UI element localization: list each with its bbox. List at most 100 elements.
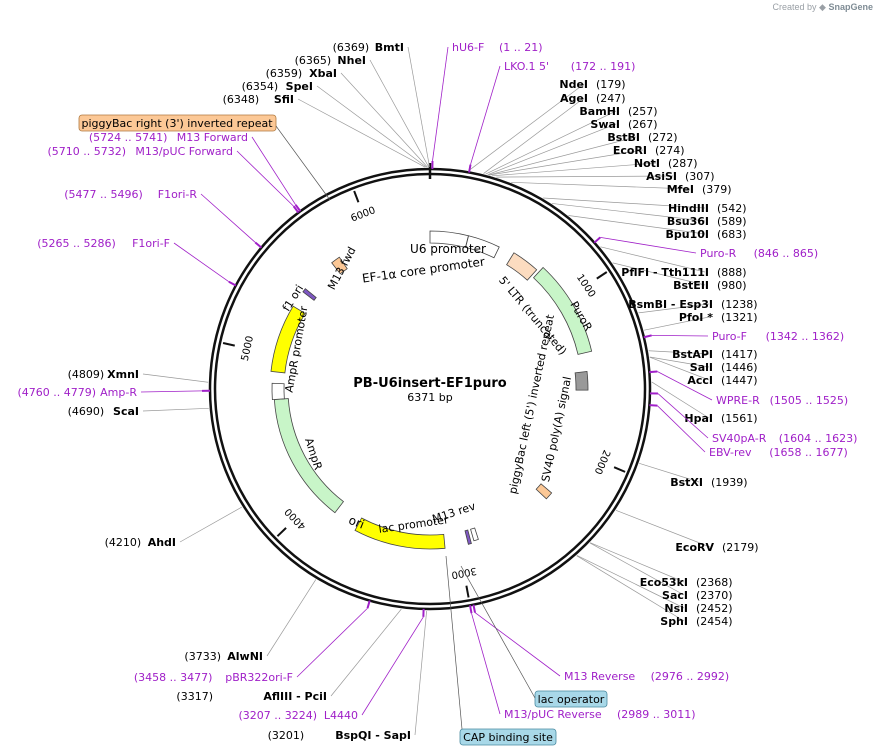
enzyme-site[interactable]: EcoRV(2179) (675, 541, 758, 554)
primer-site[interactable]: M13 Reverse(2976 .. 2992) (474, 612, 729, 683)
cap-site-callout[interactable]: CAP binding site (445, 555, 557, 746)
ruler-tick (276, 527, 287, 537)
enzyme-site[interactable]: Bpu10I(683) (666, 228, 747, 241)
enzyme-site[interactable]: HindIII(542) (668, 202, 747, 215)
enzyme-site[interactable]: NdeI(179) (559, 78, 625, 91)
enzyme-name: PfoI * (679, 311, 713, 324)
enzyme-position: (4809) (68, 368, 105, 381)
enzyme-name: EcoRV (675, 541, 714, 554)
primer-leader (600, 236, 697, 254)
enzyme-site[interactable]: BmtI(6369) (333, 41, 404, 54)
enzyme-position: (1447) (721, 374, 758, 387)
enzyme-site[interactable]: NotI(287) (634, 157, 698, 170)
enzyme-site[interactable]: SfiI(6348) (223, 93, 294, 106)
enzyme-site[interactable]: BstAPI(1417) (672, 348, 757, 361)
enzyme-name: BmtI (375, 41, 404, 54)
primer-site[interactable]: Puro-R(846 .. 865) (600, 236, 818, 260)
enzyme-site[interactable]: BstBI(272) (607, 131, 677, 144)
enzyme-name: BsmBI - Esp3I (628, 298, 713, 311)
feature-repeat[interactable] (331, 256, 348, 275)
enzyme-site[interactable]: AflIII - PciI(3317) (176, 690, 327, 703)
enzyme-site[interactable]: SphI(2454) (660, 615, 732, 628)
enzyme-site[interactable]: XmnI(4809) (68, 368, 139, 381)
feature-misc[interactable] (506, 252, 538, 281)
primer-mark (472, 604, 476, 613)
enzyme-site[interactable]: AlwNI(3733) (184, 650, 263, 663)
primer-site[interactable]: M13/pUC Reverse(2989 .. 3011) (471, 613, 696, 721)
feature-cds[interactable] (273, 398, 345, 514)
enzyme-position: (1561) (721, 412, 758, 425)
enzyme-site[interactable]: AhdI(4210) (105, 536, 176, 549)
pb-right-callout[interactable]: piggyBac right (3') inverted repeat (78, 114, 331, 201)
enzyme-site[interactable]: NsiI(2452) (664, 602, 732, 615)
enzyme-site[interactable]: BspQI - SapI(3201) (268, 729, 411, 742)
enzyme-leader (468, 83, 585, 171)
primer-range: (5477 .. 5496) (64, 188, 143, 201)
enzyme-site[interactable]: Bsu36I(589) (667, 215, 747, 228)
feature-misc[interactable] (464, 529, 472, 545)
primer-leader (474, 612, 561, 677)
primer-site[interactable]: WPRE-R(1505 .. 1525) (657, 371, 848, 407)
enzyme-site[interactable]: NheI(6365) (295, 54, 366, 67)
enzyme-position: (257) (628, 105, 658, 118)
feature-rep_origin[interactable] (354, 517, 446, 550)
enzyme-site[interactable]: Eco53kI(2368) (640, 576, 733, 589)
enzyme-site[interactable]: BamHI(257) (579, 105, 657, 118)
primer-site[interactable]: SV40pA-R(1604 .. 1623) (657, 393, 857, 445)
feature-promoter[interactable] (271, 382, 285, 401)
enzyme-name: SacI (662, 589, 688, 602)
feature-misc[interactable] (302, 288, 317, 301)
enzyme-site[interactable]: MfeI(379) (667, 183, 732, 196)
enzyme-site[interactable]: PflFI - Tth111I(888) (621, 266, 746, 279)
feature-polya[interactable] (574, 371, 589, 391)
feature-repeat[interactable] (535, 483, 553, 500)
enzyme-leader (496, 175, 674, 178)
enzyme-site[interactable]: AccI(1447) (687, 374, 757, 387)
feature-rep_origin[interactable] (270, 305, 306, 374)
enzyme-site[interactable]: AgeI(247) (560, 92, 626, 105)
enzyme-site[interactable]: HpaI(1561) (684, 412, 757, 425)
primer-site[interactable]: EBV-rev(1658 .. 1677) (657, 405, 848, 459)
enzyme-leader (142, 373, 209, 383)
primer-site[interactable]: pBR322ori-F(3458 .. 3477) (134, 607, 368, 684)
enzyme-site[interactable]: AsiSI(307) (646, 170, 714, 183)
enzyme-site[interactable]: ScaI(4690) (68, 405, 139, 418)
primer-site[interactable]: F1ori-F(5265 .. 5286) (37, 237, 230, 283)
enzyme-site[interactable]: BsmBI - Esp3I(1238) (628, 298, 757, 311)
credit-brand: SnapGene (828, 2, 873, 12)
enzyme-site[interactable]: SacI(2370) (662, 589, 733, 602)
enzyme-site[interactable]: XbaI(6359) (266, 67, 337, 80)
plasmid-length: 6371 bp (407, 391, 452, 404)
primer-site[interactable]: Amp-R(4760 .. 4779) (17, 386, 203, 399)
feature-promoter[interactable] (465, 235, 500, 259)
enzyme-leader (340, 72, 428, 168)
enzyme-site[interactable]: BstXI(1939) (670, 476, 747, 489)
primer-range: (5265 .. 5286) (37, 237, 116, 250)
enzyme-site[interactable]: EcoRI(274) (613, 144, 685, 157)
enzyme-position: (542) (717, 202, 747, 215)
enzyme-name: NdeI (559, 78, 588, 91)
primer-site[interactable]: M13/pUC Forward(5710 .. 5732) (47, 145, 294, 207)
enzyme-site[interactable]: SpeI(6354) (242, 80, 313, 93)
feature-promoter[interactable] (470, 527, 479, 542)
primer-site[interactable]: Puro-F(1342 .. 1362) (651, 330, 845, 343)
enzyme-site[interactable]: SwaI(267) (590, 118, 657, 131)
primer-site[interactable]: LKO.1 5'(172 .. 191) (470, 60, 635, 165)
feature-cds[interactable] (532, 266, 593, 355)
ruler-tick (613, 466, 626, 473)
primer-mark (649, 370, 658, 374)
primer-site[interactable]: F1ori-R(5477 .. 5496) (64, 188, 256, 243)
primer-site[interactable]: hU6-F(1 .. 21) (432, 41, 543, 162)
enzyme-site[interactable]: PfoI *(1321) (679, 311, 758, 324)
enzyme-name: AflIII - PciI (263, 690, 327, 703)
lac-operator-callout[interactable]: lac operator (460, 565, 608, 708)
primer-site[interactable]: L4440(3207 .. 3224) (238, 616, 424, 722)
enzyme-site[interactable]: SalI(1446) (690, 361, 758, 374)
primer-name: Puro-R (700, 247, 737, 260)
enzyme-leader (649, 356, 710, 368)
primer-site[interactable]: M13 Forward(5724 .. 5741) (89, 131, 296, 206)
enzyme-leader (612, 262, 706, 286)
enzyme-site[interactable]: BstEII(980) (673, 279, 746, 292)
enzyme-name: NheI (337, 54, 366, 67)
